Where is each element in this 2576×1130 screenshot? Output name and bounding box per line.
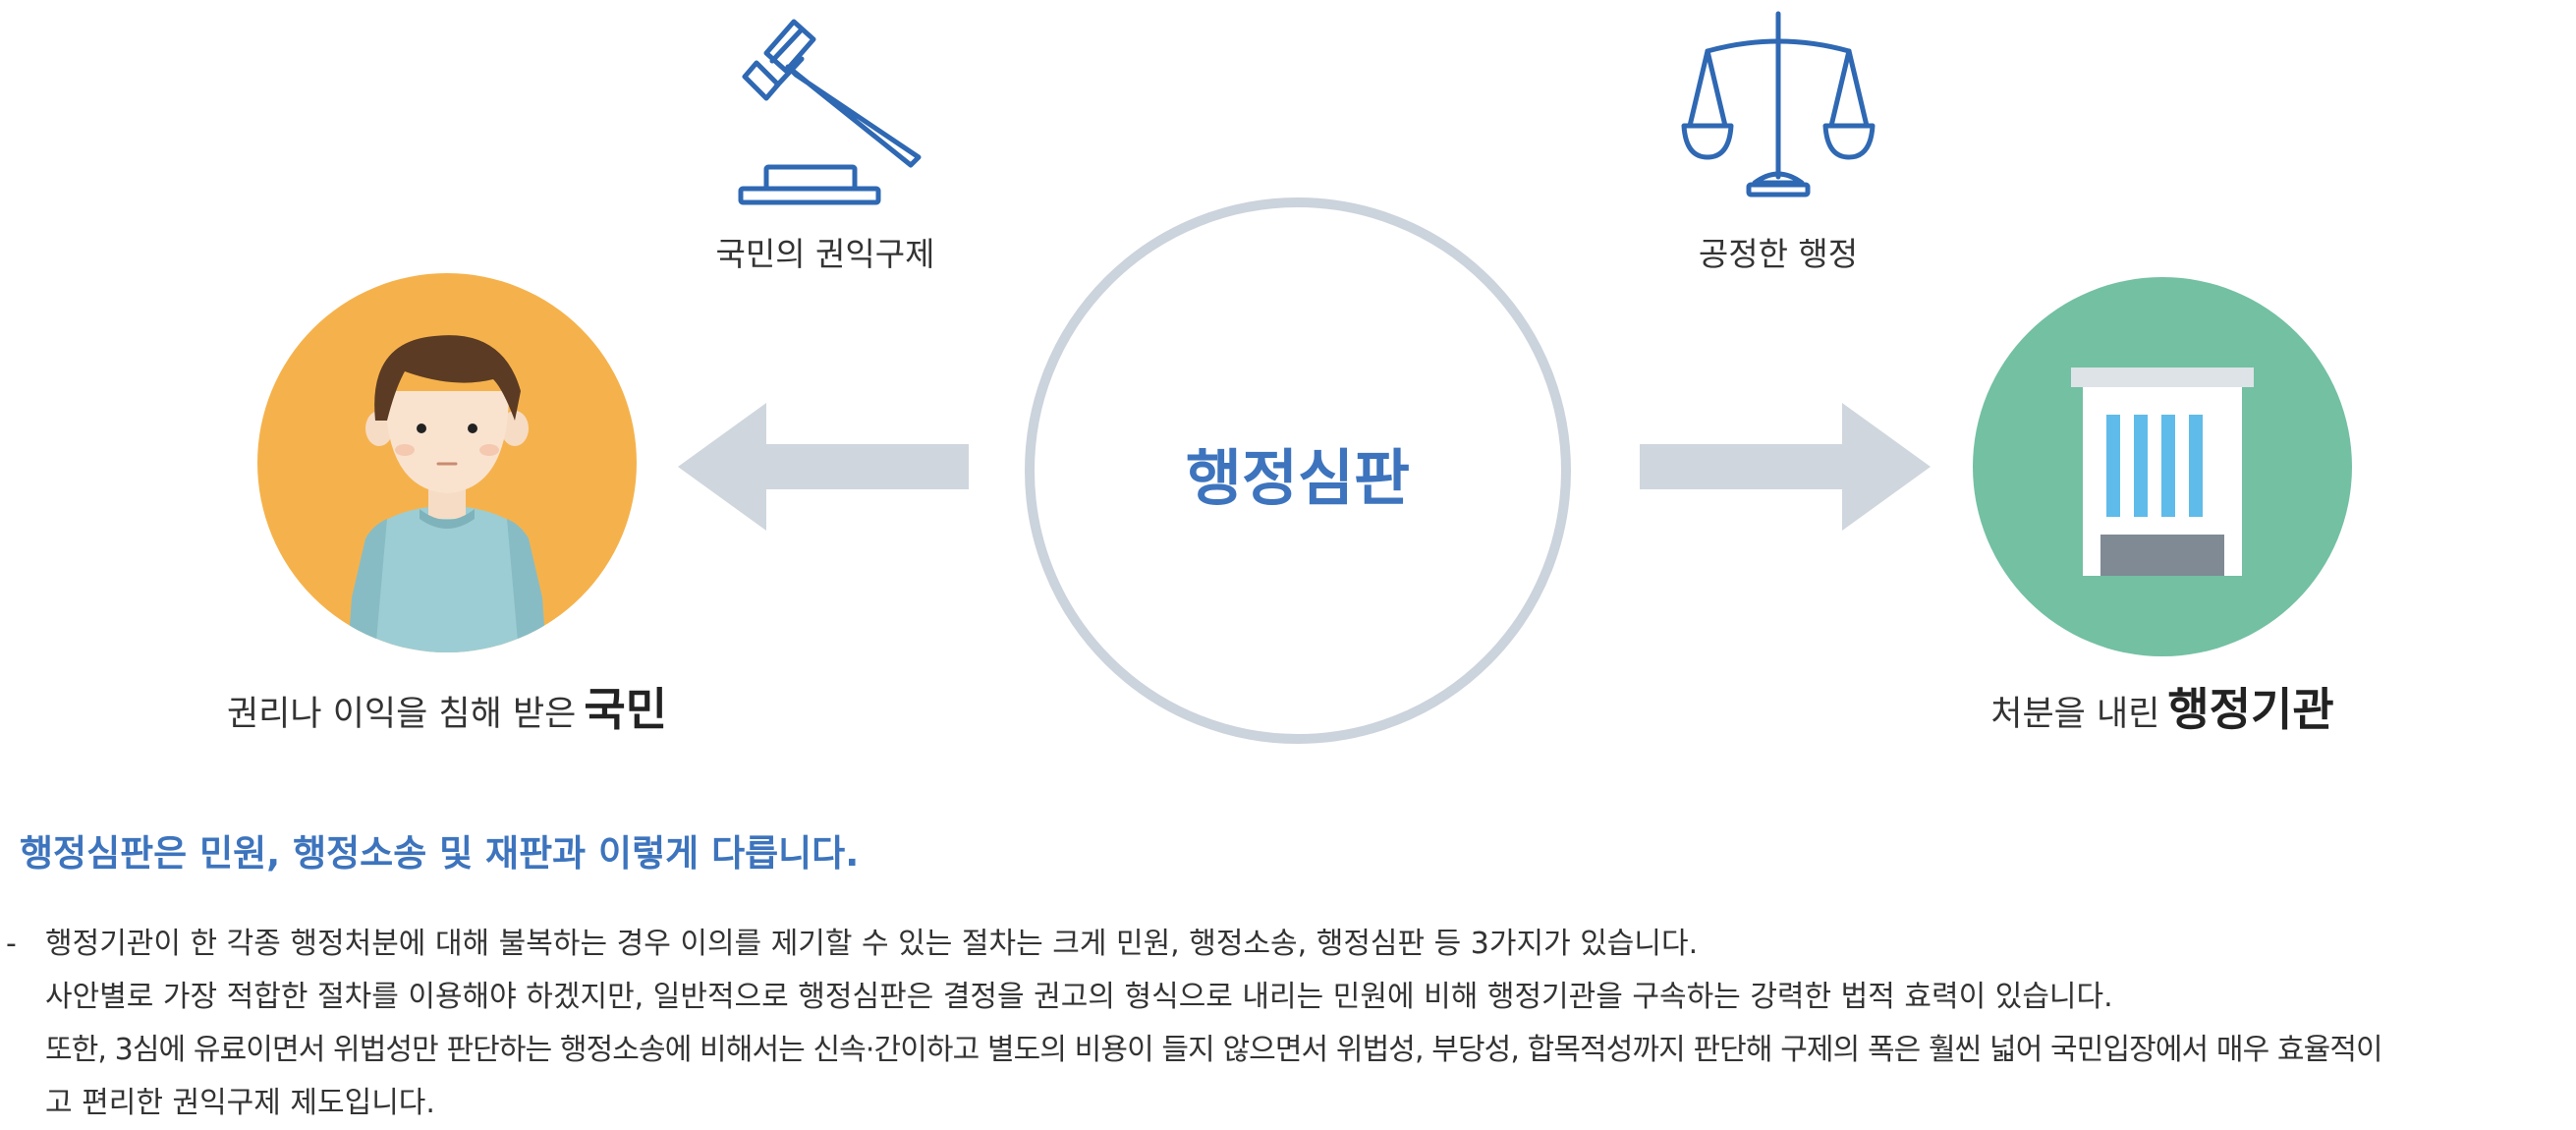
building-icon	[1973, 277, 2352, 656]
paragraph-line-2: 사안별로 가장 적합한 절차를 이용해야 하겠지만, 일반적으로 행정심판은 결…	[45, 980, 2113, 1014]
description-paragraph: - 행정기관이 한 각종 행정처분에 대해 불복하는 경우 이의를 제기할 수 …	[6, 918, 2560, 1130]
scales-icon	[1681, 11, 1876, 198]
paragraph-line-1: 행정기관이 한 각종 행정처분에 대해 불복하는 경우 이의를 제기할 수 있는…	[45, 927, 1699, 961]
agency-label-prefix: 처분을 내린	[1990, 695, 2160, 734]
center-title: 행정심판	[1185, 442, 1411, 514]
paragraph-line-3: 또한, 3심에 유료이면서 위법성만 판단하는 행정소송에 비해서는 신속·간이…	[45, 1033, 2383, 1067]
gavel-icon	[738, 19, 922, 205]
list-dash: -	[6, 927, 17, 961]
agency-label-main: 행정기관	[2167, 683, 2334, 736]
right-caption: 공정한 행정	[1698, 235, 1859, 273]
paragraph-line-4: 고 편리한 권익구제 제도입니다.	[45, 1086, 435, 1120]
arrow-left-icon	[678, 403, 969, 531]
citizen-label-main: 국민	[584, 683, 668, 736]
section-heading: 행정심판은 민원, 행정소송 및 재판과 이렇게 다릅니다.	[20, 832, 860, 875]
person-icon	[257, 273, 637, 652]
citizen-label-prefix: 권리나 이익을 침해 받은	[226, 695, 577, 734]
left-caption: 국민의 권익구제	[715, 235, 935, 273]
center-ring	[1025, 198, 1571, 744]
arrow-right-icon	[1640, 403, 1931, 531]
